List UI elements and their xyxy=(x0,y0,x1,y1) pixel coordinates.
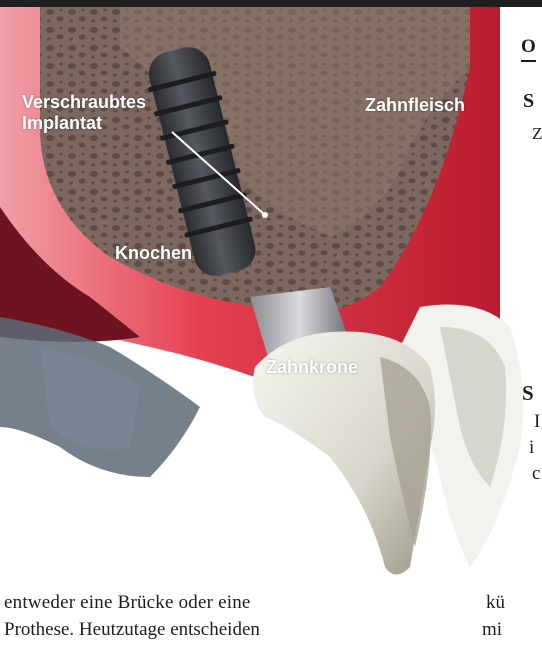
body-text-line-2: Prothese. Heutzutage entscheiden xyxy=(4,619,260,641)
side-column-subheading: S xyxy=(523,90,534,113)
side-column-subheading-2: S xyxy=(522,381,534,406)
side-column-line-1: I xyxy=(534,411,540,433)
right-column-line-2: mi xyxy=(482,619,502,641)
side-column-text: Z xyxy=(532,124,542,144)
side-column-line-2: i xyxy=(529,437,534,459)
right-column-line-1: kü xyxy=(486,592,505,614)
implant-label: Verschraubtes Implantat xyxy=(22,92,146,134)
top-rule xyxy=(0,0,542,7)
bone-label: Knochen xyxy=(115,243,192,264)
implant-label-line2: Implantat xyxy=(22,113,146,134)
side-column-line-3: c xyxy=(532,463,540,485)
side-column-heading: O xyxy=(521,36,536,62)
crown-label: Zahnkrone xyxy=(266,357,358,378)
body-text-line-1: entweder eine Brücke oder eine xyxy=(4,592,251,614)
gum-label: Zahnfleisch xyxy=(365,95,465,116)
implant-label-line1: Verschraubtes xyxy=(22,92,146,113)
